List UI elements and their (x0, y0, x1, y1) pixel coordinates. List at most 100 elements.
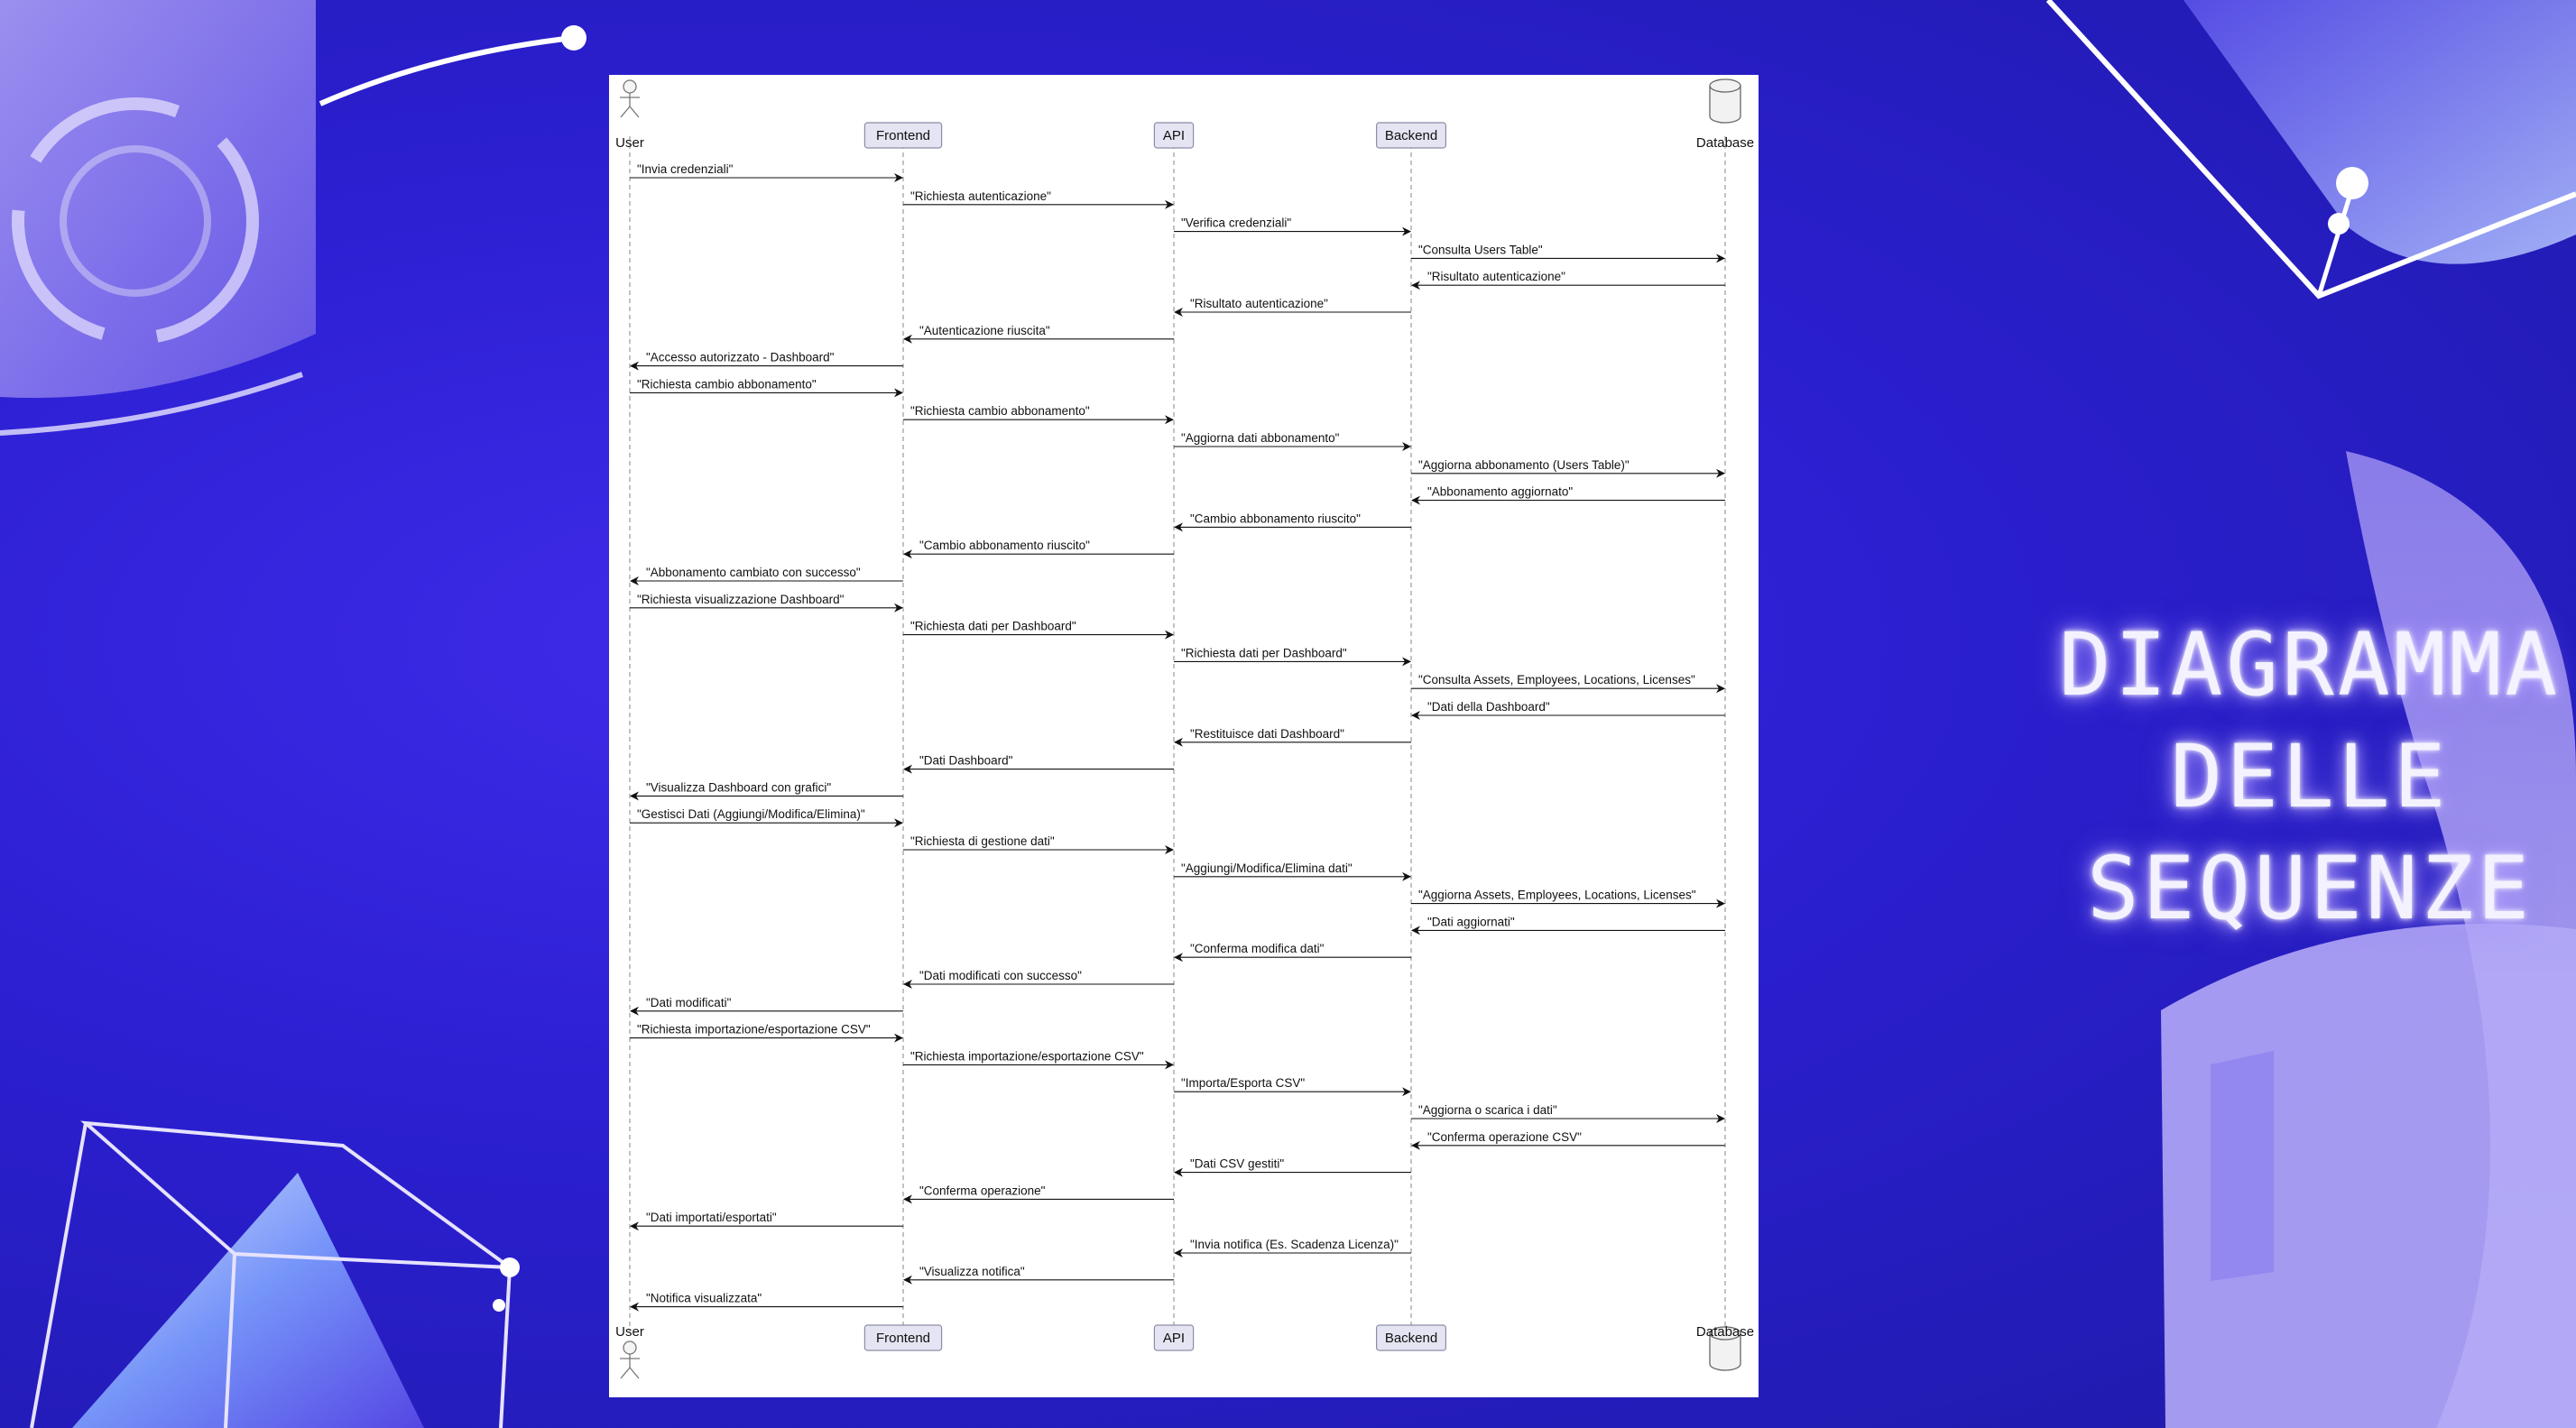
message-label: "Richiesta cambio abbonamento" (910, 404, 1090, 418)
message-6: "Risultato autenticazione" (1174, 297, 1411, 317)
message-label: "Aggiorna abbonamento (Users Table)" (1418, 458, 1630, 472)
message-9: "Richiesta cambio abbonamento" (630, 377, 903, 398)
actor-icon (620, 1340, 640, 1379)
message-label: "Richiesta autenticazione" (910, 189, 1051, 203)
cube-wireframe-bottom-left (30, 1120, 520, 1428)
message-13: "Abbonamento aggiornato" (1411, 485, 1725, 505)
message-label: "Aggiorna dati abbonamento" (1181, 431, 1340, 445)
message-1: "Invia credenziali" (630, 162, 903, 182)
message-label: "Visualizza notifica" (919, 1265, 1025, 1278)
participant-label: Backend (1385, 1331, 1437, 1346)
message-33: "Richiesta importazione/esportazione CSV… (630, 1023, 903, 1043)
message-14: "Cambio abbonamento riuscito" (1174, 511, 1411, 532)
participant-label: User (615, 1324, 644, 1340)
message-label: "Verifica credenziali" (1181, 217, 1291, 230)
message-15: "Cambio abbonamento riuscito" (903, 539, 1174, 559)
message-label: "Cambio abbonamento riuscito" (919, 539, 1090, 552)
curved-panel-right (2161, 451, 2576, 1428)
message-17: "Richiesta visualizzazione Dashboard" (630, 593, 903, 613)
participant-box (1375, 1324, 1446, 1351)
message-label: "Dati della Dashboard" (1427, 700, 1550, 714)
participant-label: Database (1696, 135, 1754, 151)
message-label: "Consulta Assets, Employees, Locations, … (1418, 673, 1695, 686)
message-label: "Richiesta importazione/esportazione CSV… (637, 1023, 871, 1036)
participant-box (1375, 122, 1446, 149)
message-8: "Accesso autorizzato - Dashboard" (630, 351, 903, 371)
message-37: "Conferma operazione CSV" (1411, 1130, 1725, 1150)
message-label: "Dati aggiornati" (1427, 915, 1515, 928)
message-label: "Risultato autenticazione" (1190, 297, 1328, 310)
participant-box (863, 122, 943, 149)
message-31: "Dati modificati con successo" (903, 969, 1174, 989)
message-41: "Invia notifica (Es. Scadenza Licenza)" (1174, 1238, 1411, 1258)
diagram-title: DIAGRAMMA DELLE SEQUENZE (2048, 609, 2571, 944)
message-label: "Dati modificati con successo" (919, 969, 1082, 982)
message-36: "Aggiorna o scarica i dati" (1411, 1103, 1725, 1123)
message-26: "Richiesta di gestione dati" (903, 834, 1174, 854)
participant-label: Database (1696, 1324, 1754, 1340)
message-label: "Richiesta importazione/esportazione CSV… (910, 1049, 1144, 1063)
participant-user-bottom: User (615, 1324, 644, 1379)
participant-database-top: Database (1696, 78, 1754, 151)
message-label: "Abbonamento aggiornato" (1427, 485, 1573, 499)
message-18: "Richiesta dati per Dashboard" (903, 620, 1174, 640)
glass-shape-top-right (2045, 0, 2576, 299)
participant-label: API (1163, 1331, 1185, 1346)
message-label: "Richiesta cambio abbonamento" (637, 377, 817, 391)
message-27: "Aggiungi/Modifica/Elimina dati" (1174, 861, 1411, 881)
title-line-1: DIAGRAMMA (2058, 614, 2562, 715)
message-label: "Notifica visualizzata" (646, 1292, 762, 1305)
message-3: "Verifica credenziali" (1174, 217, 1411, 236)
database-icon (1709, 1326, 1741, 1371)
message-39: "Conferma operazione" (903, 1184, 1174, 1204)
participant-box (1153, 122, 1195, 149)
message-label: "Conferma operazione CSV" (1427, 1130, 1582, 1144)
message-7: "Autenticazione riuscita" (903, 324, 1174, 344)
message-label: "Dati importati/esportati" (646, 1211, 777, 1224)
message-43: "Notifica visualizzata" (630, 1292, 903, 1312)
message-28: "Aggiorna Assets, Employees, Locations, … (1411, 889, 1725, 908)
message-label: "Richiesta di gestione dati" (910, 834, 1055, 848)
participant-api-bottom: API (1153, 1324, 1195, 1351)
cylinder-shape-top-left (0, 0, 586, 436)
message-label: "Accesso autorizzato - Dashboard" (646, 351, 835, 364)
message-label: "Gestisci Dati (Aggiungi/Modifica/Elimin… (637, 807, 865, 821)
message-5: "Risultato autenticazione" (1411, 270, 1725, 290)
participant-label: Frontend (876, 128, 930, 143)
message-29: "Dati aggiornati" (1411, 915, 1725, 935)
participant-frontend-bottom: Frontend (863, 1324, 943, 1351)
message-label: "Risultato autenticazione" (1427, 270, 1565, 283)
participant-api-top: API (1153, 122, 1195, 149)
message-label: "Cambio abbonamento riuscito" (1190, 511, 1361, 525)
participant-box (863, 1324, 943, 1351)
message-10: "Richiesta cambio abbonamento" (903, 404, 1174, 425)
participant-label: API (1163, 128, 1185, 143)
participant-backend-bottom: Backend (1375, 1324, 1446, 1351)
message-35: "Importa/Esporta CSV" (1174, 1076, 1411, 1097)
message-label: "Invia notifica (Es. Scadenza Licenza)" (1190, 1238, 1399, 1251)
message-24: "Visualizza Dashboard con grafici" (630, 780, 903, 801)
title-line-3: SEQUENZE (2086, 838, 2534, 939)
message-label: "Aggiorna Assets, Employees, Locations, … (1418, 889, 1696, 902)
message-label: "Aggiorna o scarica i dati" (1418, 1103, 1557, 1117)
message-label: "Invia credenziali" (637, 162, 734, 176)
participant-label: User (615, 135, 644, 151)
participant-backend-top: Backend (1375, 122, 1446, 149)
message-11: "Aggiorna dati abbonamento" (1174, 431, 1411, 451)
message-label: "Aggiungi/Modifica/Elimina dati" (1181, 861, 1353, 875)
message-2: "Richiesta autenticazione" (903, 189, 1174, 209)
sequence-diagram: UserUserFrontendFrontendAPIAPIBackendBac… (615, 78, 1754, 1379)
message-label: "Conferma operazione" (919, 1184, 1046, 1197)
participant-label: Frontend (876, 1331, 930, 1346)
message-label: "Importa/Esporta CSV" (1181, 1076, 1305, 1090)
participant-frontend-top: Frontend (863, 122, 943, 149)
message-40: "Dati importati/esportati" (630, 1211, 903, 1231)
message-label: "Richiesta visualizzazione Dashboard" (637, 593, 845, 606)
message-19: "Richiesta dati per Dashboard" (1174, 646, 1411, 667)
message-34: "Richiesta importazione/esportazione CSV… (903, 1049, 1174, 1070)
message-20: "Consulta Assets, Employees, Locations, … (1411, 673, 1725, 694)
message-4: "Consulta Users Table" (1411, 243, 1725, 263)
actor-icon (620, 79, 640, 118)
